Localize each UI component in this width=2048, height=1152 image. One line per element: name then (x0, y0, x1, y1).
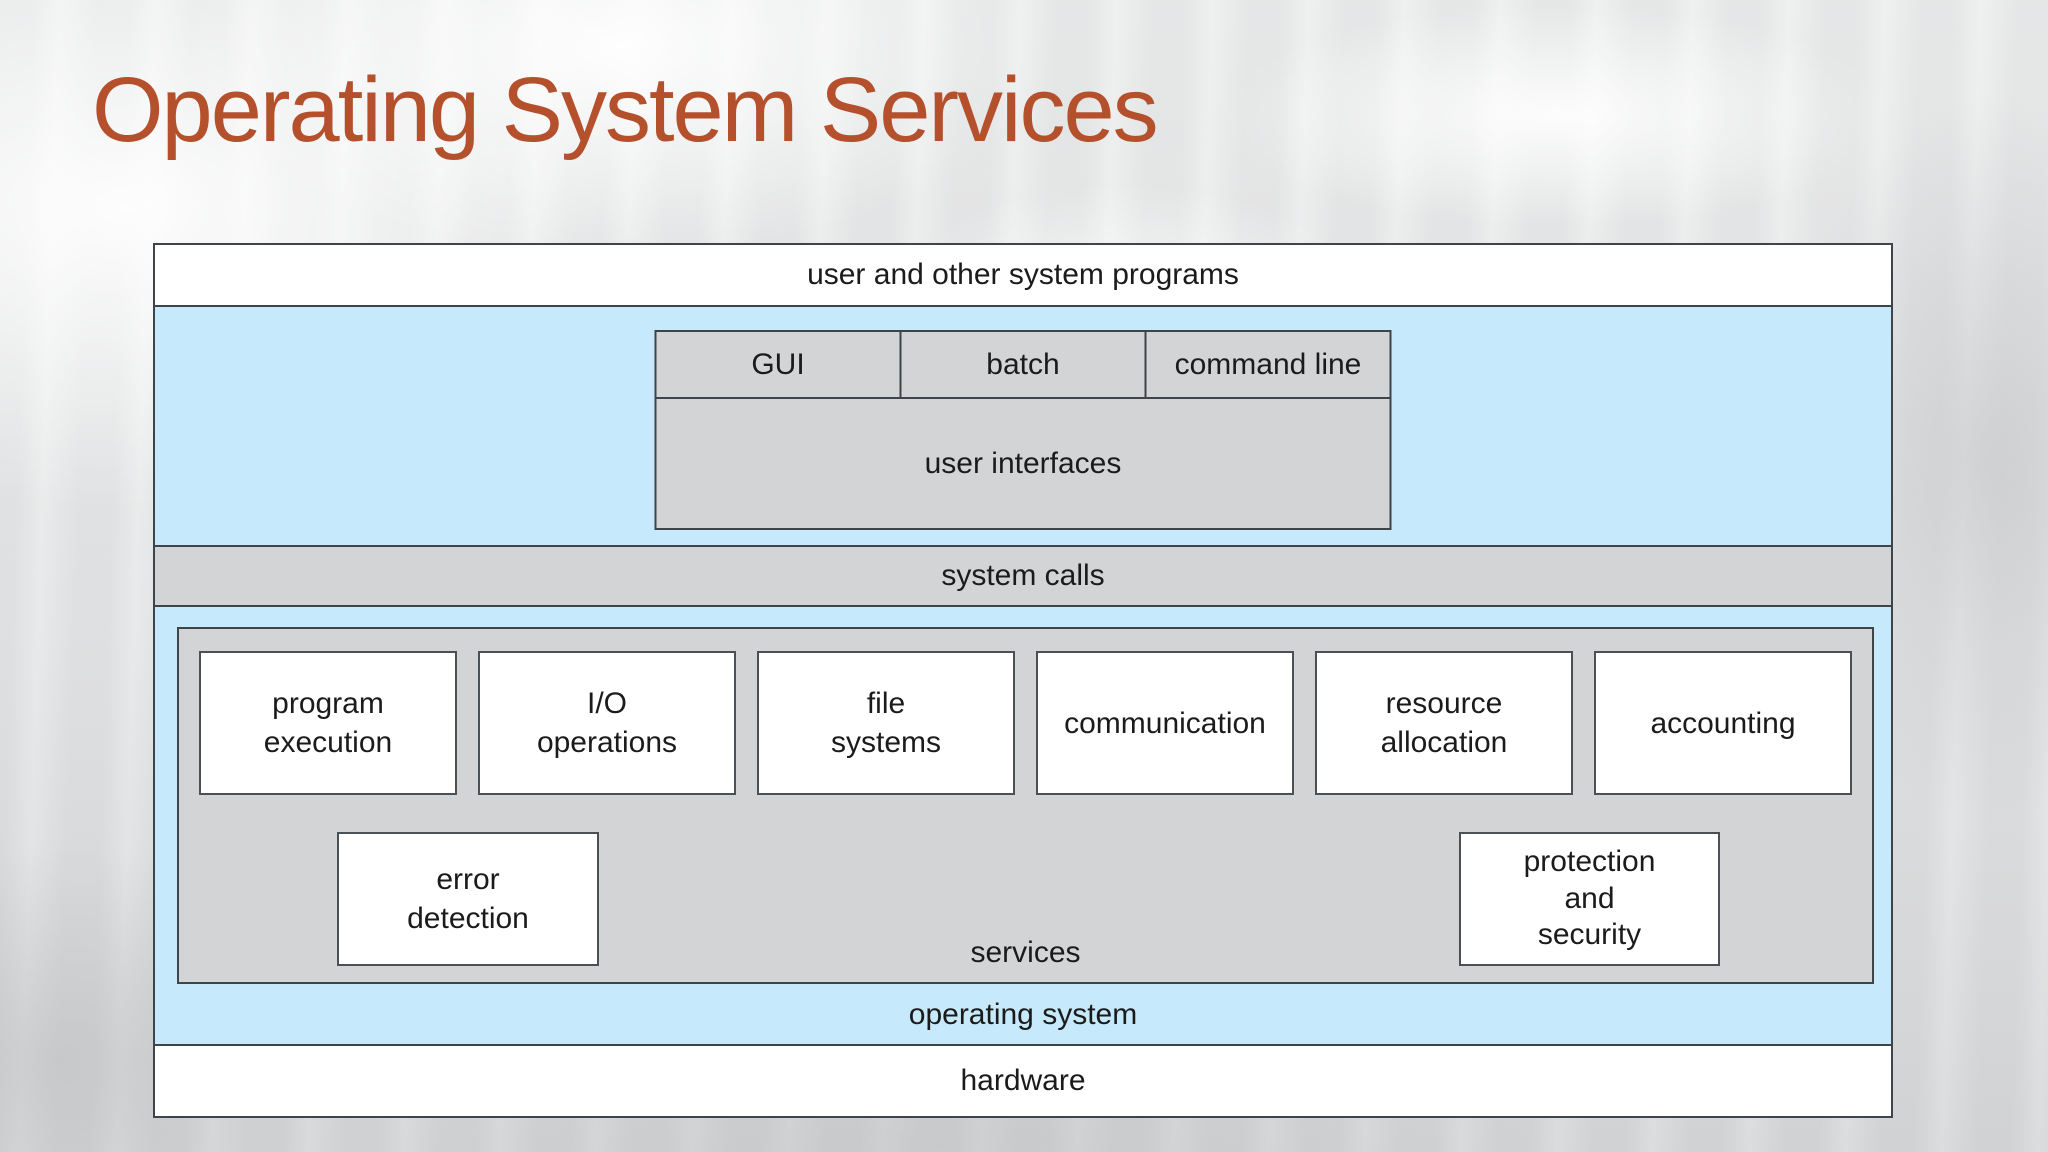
upper-blue-band: GUI batch command line user interfaces (155, 307, 1891, 545)
service-box-protection-security: protection and security (1459, 832, 1720, 966)
user-programs-band: user and other system programs (155, 245, 1891, 307)
slide-title: Operating System Services (92, 59, 1159, 161)
services-top-row: program execution I/O operations file sy… (179, 651, 1872, 795)
user-interfaces-cell: user interfaces (657, 399, 1390, 528)
os-services-diagram: user and other system programs GUI batch… (153, 243, 1893, 1118)
services-label: services (970, 936, 1081, 969)
command-line-label: command line (1174, 347, 1362, 381)
batch-label: batch (986, 347, 1060, 381)
hardware-band: hardware (155, 1044, 1891, 1116)
user-programs-label: user and other system programs (807, 258, 1239, 291)
command-line-cell: command line (1147, 332, 1390, 397)
system-calls-label: system calls (941, 559, 1105, 592)
user-interface-box: GUI batch command line user interfaces (654, 330, 1392, 530)
service-box-accounting: accounting (1594, 651, 1852, 795)
batch-cell: batch (902, 332, 1147, 397)
gui-cell: GUI (657, 332, 902, 397)
service-box-program-execution: program execution (199, 651, 457, 795)
interface-types-row: GUI batch command line (656, 332, 1390, 399)
service-box-resource-allocation: resource allocation (1315, 651, 1573, 795)
gui-label: GUI (751, 347, 805, 381)
operating-system-band: program execution I/O operations file sy… (155, 607, 1891, 1044)
services-box: program execution I/O operations file sy… (177, 627, 1874, 984)
operating-system-label: operating system (908, 998, 1138, 1031)
service-box-file-systems: file systems (757, 651, 1015, 795)
hardware-label: hardware (960, 1064, 1086, 1097)
service-box-communication: communication (1036, 651, 1294, 795)
system-calls-band: system calls (155, 545, 1891, 607)
user-interfaces-label: user interfaces (924, 446, 1122, 480)
service-box-io-operations: I/O operations (478, 651, 736, 795)
service-box-error-detection: error detection (337, 832, 599, 966)
